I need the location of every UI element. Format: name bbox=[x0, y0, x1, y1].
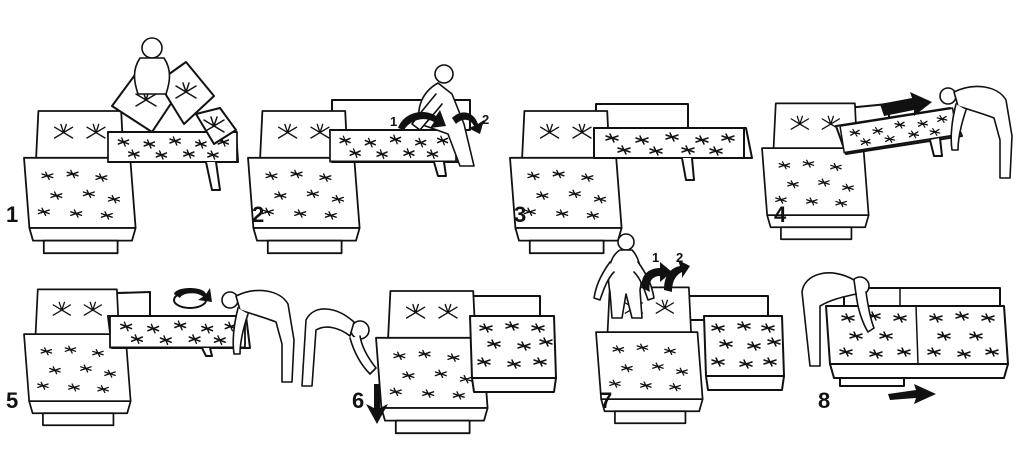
rotate-arrow-icon bbox=[173, 288, 212, 309]
arrow-label-2: 2 bbox=[676, 250, 683, 265]
person-icon bbox=[133, 37, 171, 95]
person-icon bbox=[221, 289, 295, 383]
sofa-icon bbox=[703, 315, 785, 391]
step-number-8: 8 bbox=[818, 388, 830, 413]
step-3: 3 bbox=[510, 103, 753, 253]
sofa-icon bbox=[825, 305, 1009, 387]
step-4: 4 bbox=[762, 85, 1013, 239]
step-8: 8 bbox=[801, 272, 1009, 413]
sofa-icon bbox=[24, 289, 131, 425]
arrow-label-1: 1 bbox=[652, 250, 659, 265]
arrow-icon bbox=[452, 112, 484, 134]
arrow-icon bbox=[398, 110, 446, 130]
person-icon bbox=[301, 308, 377, 387]
step-number-4: 4 bbox=[774, 202, 787, 227]
step-5: 5 bbox=[6, 288, 295, 425]
person-icon bbox=[939, 85, 1013, 179]
sofa-icon bbox=[107, 316, 251, 357]
sofa-icon bbox=[835, 107, 963, 157]
arrow-icon bbox=[880, 92, 932, 116]
step-7: 1 2 7 bbox=[593, 233, 785, 423]
step-number-7: 7 bbox=[600, 388, 612, 413]
arrow-icon bbox=[366, 384, 388, 424]
person-icon bbox=[801, 272, 875, 367]
sofa-icon bbox=[107, 131, 239, 191]
sofa-icon bbox=[469, 315, 557, 393]
arrow-icon bbox=[888, 384, 936, 404]
step-number-3: 3 bbox=[514, 202, 526, 227]
step-1: 1 bbox=[6, 37, 239, 253]
arrow-label-1: 1 bbox=[390, 114, 397, 129]
step-number-2: 2 bbox=[252, 202, 264, 227]
arrow-icon bbox=[664, 260, 690, 292]
step-2: 1 2 2 bbox=[248, 64, 489, 253]
sofa-icon bbox=[593, 127, 753, 181]
step-6: 6 bbox=[301, 291, 557, 433]
step-number-1: 1 bbox=[6, 202, 18, 227]
step-number-6: 6 bbox=[352, 388, 364, 413]
arrow-label-2: 2 bbox=[482, 112, 489, 127]
arrow-icon bbox=[641, 262, 672, 292]
step-number-5: 5 bbox=[6, 388, 18, 413]
